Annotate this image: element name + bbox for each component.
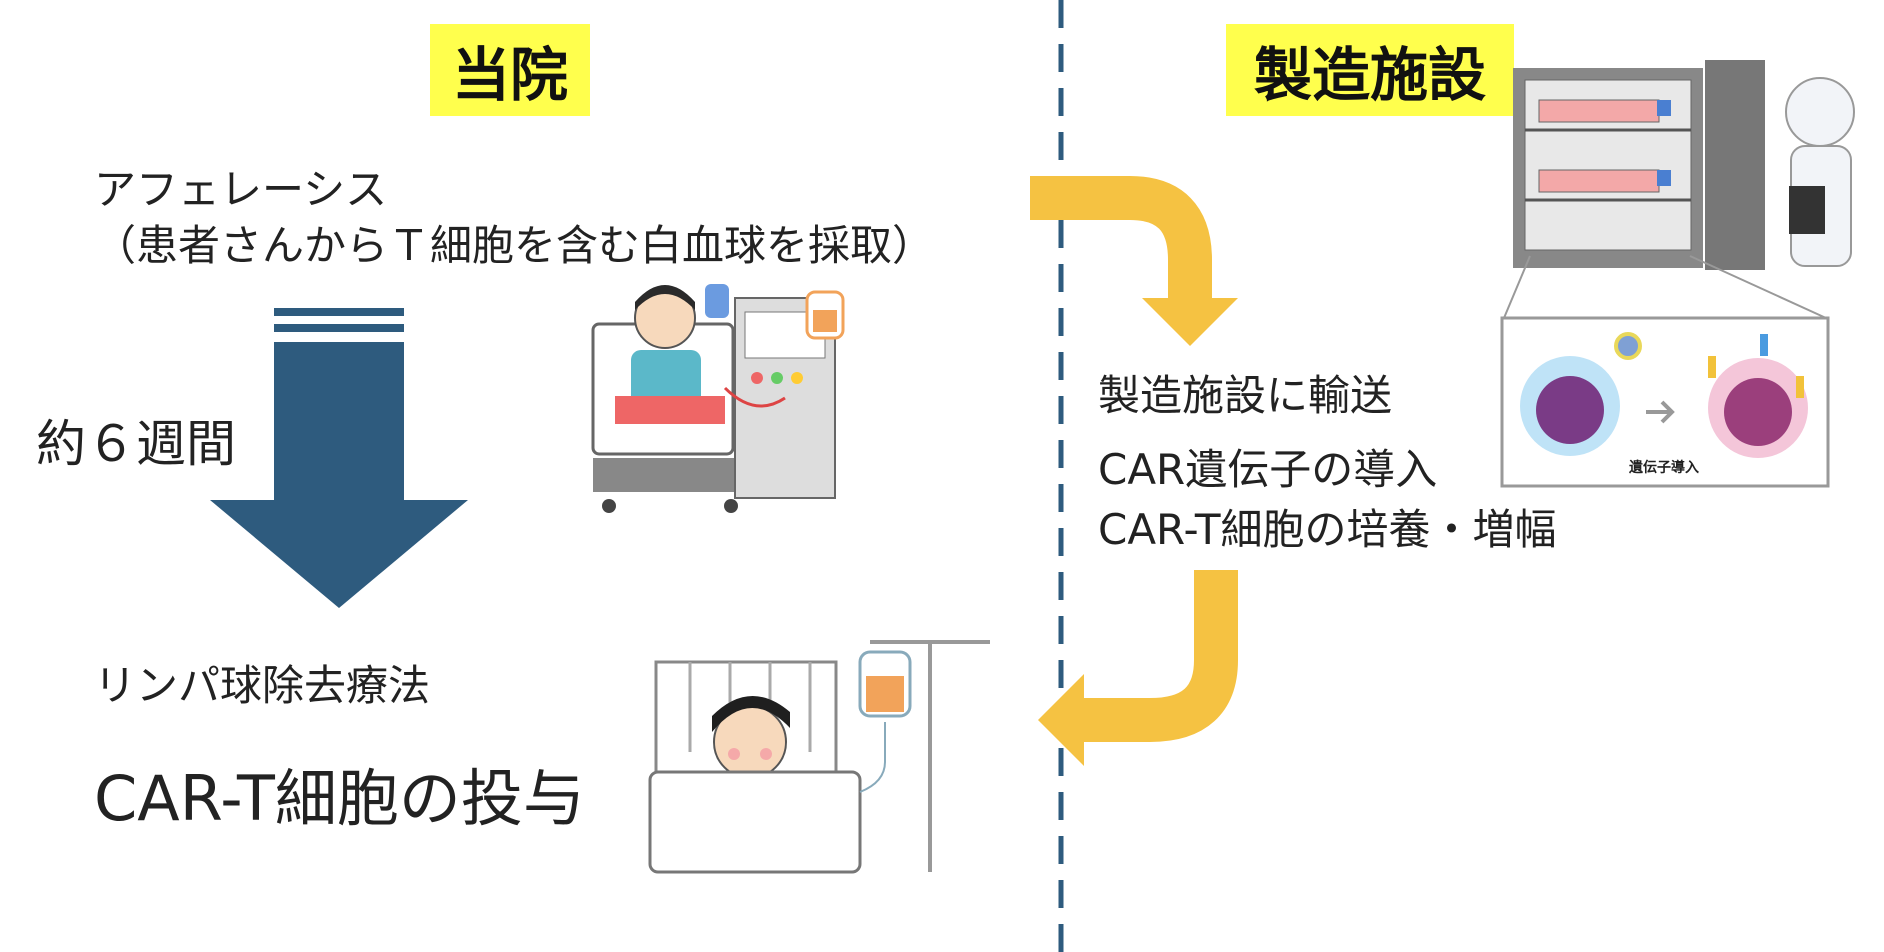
manufacturing-label-text: 製造施設 (1253, 41, 1486, 109)
transport-label: 製造施設に輸送 (1098, 371, 1393, 420)
gene-transfer-label: CAR遺伝子の導入 (1098, 445, 1438, 494)
section-divider (1058, 0, 1064, 952)
gene-transfer-inset: 遺伝子導入 (1500, 316, 1830, 488)
facility-label-manufacturing: 製造施設 (1226, 24, 1514, 116)
facility-label-hospital: 当院 (430, 24, 590, 116)
infusion-illustration (648, 640, 990, 874)
apheresis-title: アフェレーシス (94, 165, 388, 214)
apheresis-description: （患者さんからＴ細胞を含む白血球を採取） (94, 221, 935, 270)
lymphodepletion-label: リンパ球除去療法 (94, 661, 431, 710)
flow-arrow-to-manufacturing (1030, 176, 1238, 346)
apheresis-illustration (591, 284, 845, 513)
six-week-down-arrow (210, 308, 468, 608)
incubator-illustration (1513, 60, 1855, 270)
duration-label: 約６週間 (36, 415, 236, 473)
inset-caption: 遺伝子導入 (1629, 459, 1699, 476)
infusion-label: CAR-T細胞の投与 (94, 762, 585, 835)
flow-arrow-to-hospital (1038, 570, 1238, 766)
culture-label: CAR-T細胞の培養・増幅 (1098, 505, 1557, 554)
inset-connector-lines (1503, 255, 1827, 319)
hospital-label-text: 当院 (451, 41, 568, 109)
